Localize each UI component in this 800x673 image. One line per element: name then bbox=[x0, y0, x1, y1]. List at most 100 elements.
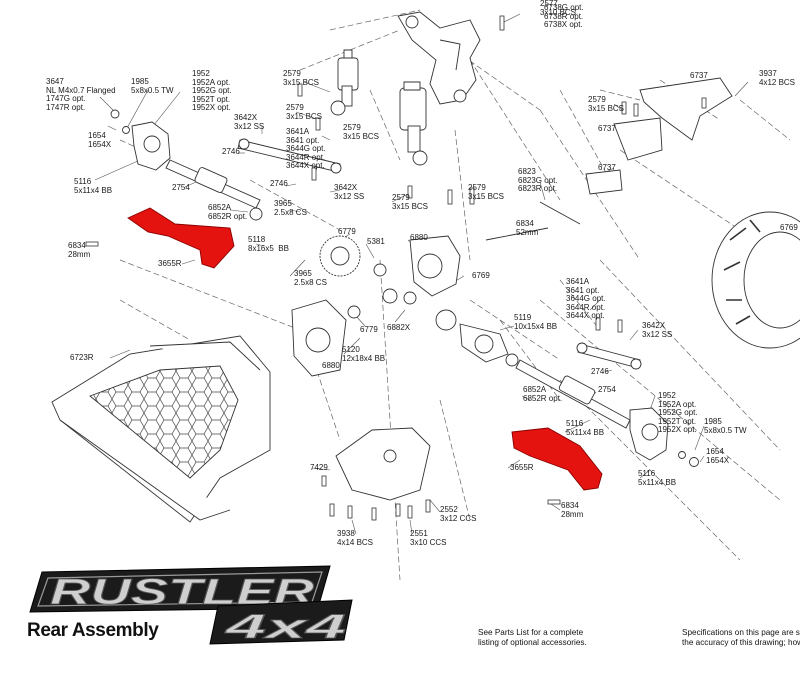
callout-line: 3644X opt. bbox=[566, 311, 605, 321]
callout-line: 2551 bbox=[410, 529, 428, 538]
callout-p6738: 6738G opt.6738R opt.6738X opt. bbox=[544, 3, 584, 30]
callout-line: 3647 bbox=[46, 77, 64, 86]
right-shock bbox=[399, 81, 428, 166]
upper-link-right bbox=[576, 342, 642, 370]
right-driveshaft bbox=[505, 353, 631, 429]
callout-p6769a: 6769 bbox=[780, 223, 798, 233]
suspension-arm-left bbox=[127, 207, 235, 269]
callout-p6737b: 6737 bbox=[598, 124, 616, 134]
callout-line: 5116 bbox=[638, 469, 656, 478]
callout-line: 6852R opt. bbox=[523, 393, 563, 403]
callout-line: 1654X bbox=[706, 455, 730, 465]
callout-line: 3965 bbox=[274, 199, 292, 208]
callout-p2754a: 2754 bbox=[172, 183, 190, 193]
callout-p6779b: 6779 bbox=[360, 325, 378, 335]
callout-line: 3642X bbox=[234, 113, 258, 122]
callout-line: 1985 bbox=[131, 77, 149, 86]
callout-line: 6738R opt. bbox=[544, 11, 584, 21]
callout-line: 2746 bbox=[591, 367, 609, 376]
callout-p6769b: 6769 bbox=[472, 271, 490, 281]
callout-line: 1952X opt. bbox=[192, 103, 231, 113]
callout-line: 5x11x4 BB bbox=[566, 427, 605, 437]
callout-line: 1952 bbox=[658, 391, 676, 400]
chassis-tray bbox=[51, 335, 271, 523]
callout-line: 6779 bbox=[360, 325, 378, 334]
left-shock bbox=[330, 49, 359, 116]
left-driveshaft bbox=[165, 159, 263, 221]
callout-line: 7429 bbox=[310, 463, 328, 472]
callout-line: 1952G opt. bbox=[658, 408, 698, 418]
callout-line: 52mm bbox=[516, 227, 539, 237]
callout-line: 6779 bbox=[338, 227, 356, 236]
callout-line: 5119 bbox=[514, 313, 532, 322]
callout-line: 3655R bbox=[158, 259, 182, 268]
callout-line: 3642X bbox=[642, 321, 666, 330]
callout-line: 2579 bbox=[588, 95, 606, 104]
callout-line: 6834 bbox=[68, 241, 86, 250]
callout-line: 6823G opt. bbox=[518, 175, 558, 185]
callout-line: 5x11x4 BB bbox=[74, 185, 113, 195]
callout-line: 5116 bbox=[566, 419, 584, 428]
callout-p2754b: 2754 bbox=[598, 385, 616, 395]
callout-p6880b: 6880 bbox=[322, 361, 340, 371]
callout-line: 2579 bbox=[392, 193, 410, 202]
callout-line: 6834 bbox=[516, 219, 534, 228]
callout-line: 6823 bbox=[518, 167, 536, 176]
callout-line: 6769 bbox=[780, 223, 798, 232]
callout-line: 1952T opt. bbox=[658, 416, 697, 426]
svg-text:4x4: 4x4 bbox=[224, 608, 346, 646]
callout-line: 28mm bbox=[68, 249, 91, 259]
callout-line: 1952 bbox=[192, 69, 210, 78]
callout-line: 1952A opt. bbox=[658, 399, 697, 409]
callout-line: 2746 bbox=[270, 179, 288, 188]
callout-p6882: 6882X bbox=[387, 323, 410, 333]
callout-line: 3644G opt. bbox=[566, 294, 606, 304]
callout-p6723: 6723R bbox=[70, 353, 94, 363]
callout-line: 6852A bbox=[523, 385, 547, 394]
callout-line: 3938 bbox=[337, 529, 355, 538]
callout-line: 1654X bbox=[88, 139, 112, 149]
callout-line: 3644X opt. bbox=[286, 161, 325, 171]
callout-line: 28mm bbox=[561, 509, 584, 519]
callout-line: 3641 opt. bbox=[566, 285, 600, 295]
callout-line: 1747G opt. bbox=[46, 94, 86, 104]
callout-line: 6738G opt. bbox=[544, 3, 584, 12]
callout-line: 6737 bbox=[598, 124, 616, 133]
callout-line: 5116 bbox=[74, 177, 92, 186]
callout-line: 3x15 BCS bbox=[392, 201, 429, 211]
note-line: Specifications on this page are s bbox=[682, 628, 800, 637]
callout-line: 5x8x0.5 TW bbox=[704, 425, 747, 435]
rear-wheel bbox=[711, 211, 800, 349]
callout-line: 1952X opt. bbox=[658, 425, 697, 435]
callout-line: 1654 bbox=[88, 131, 106, 140]
note-line: listing of optional accessories. bbox=[478, 638, 587, 647]
callout-p5381: 5381 bbox=[367, 237, 385, 247]
screws bbox=[85, 15, 707, 521]
callout-line: 2.5x8 CS bbox=[274, 207, 307, 217]
